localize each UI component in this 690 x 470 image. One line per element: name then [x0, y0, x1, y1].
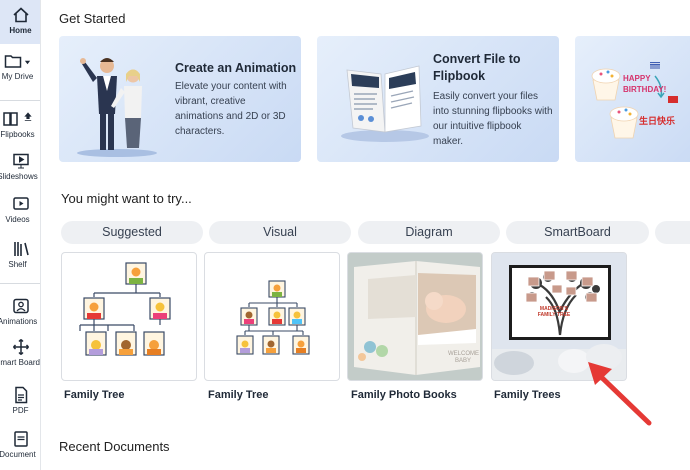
animation-icon [12, 298, 29, 314]
convert-flipbook-card[interactable]: Convert File to Flipbook Easily convert … [317, 36, 559, 162]
template-name: Family Photo Books [351, 389, 457, 401]
sidebar-item-label: Animations [0, 317, 38, 326]
sidebar-item-label: PDF [12, 406, 29, 415]
sidebar-item-document[interactable]: Document [0, 430, 40, 464]
shelf-icon [13, 242, 29, 256]
sidebar-item-flipbooks[interactable]: Flipbooks [0, 110, 40, 144]
sidebar-item-label: Shelf [8, 260, 27, 269]
filter-visual[interactable]: Visual [209, 221, 351, 244]
annotation-arrow-icon [588, 362, 652, 426]
document-icon [13, 431, 28, 447]
template-name: Family Trees [494, 389, 561, 401]
get-started-heading: Get Started [59, 11, 126, 26]
upload-icon[interactable] [24, 112, 32, 122]
sidebar-item-label: Home [9, 26, 32, 35]
pdf-icon [14, 386, 27, 404]
photo-book-thumbnail [348, 253, 482, 380]
sidebar-item-shelf[interactable]: Shelf [0, 240, 40, 274]
sidebar-divider [0, 100, 40, 101]
sidebar-item-videos[interactable]: Videos [0, 195, 40, 229]
create-animation-card[interactable]: Create an Animation Elevate your content… [59, 36, 301, 162]
template-card-family-tree[interactable] [61, 252, 197, 381]
folder-icon [4, 55, 22, 68]
filter-suggested[interactable]: Suggested [61, 221, 203, 244]
sidebar-item-pdf[interactable]: PDF [0, 386, 40, 420]
family-tree-thumbnail [79, 262, 171, 356]
card-description: Easily convert your files into stunning … [433, 91, 553, 147]
flipbook-illustration [341, 65, 429, 142]
slideshow-icon [12, 153, 29, 169]
sidebar-item-label: My Drive [1, 72, 34, 81]
sidebar-item-label: Videos [5, 215, 30, 224]
card-description: Elevate your content with vibrant, creat… [175, 81, 287, 137]
sidebar-item-my-drive[interactable]: My Drive [0, 52, 40, 92]
filter-more[interactable] [655, 221, 690, 244]
book-icon [3, 112, 18, 126]
birthday-card[interactable]: HAPPY BIRTHDAY! 生日快乐 [575, 36, 690, 162]
book-text: WELCOME BABY [448, 351, 480, 364]
template-card-family-trees[interactable]: MADISON'S FAMILY TREE [491, 252, 627, 381]
family-tree-poster-thumbnail [492, 253, 626, 380]
template-name: Family Tree [208, 389, 269, 401]
template-card-family-photo-books[interactable]: WELCOME BABY [347, 252, 483, 381]
sidebar-item-label: Document [0, 450, 36, 459]
card-title: Convert File to Flipbook [433, 52, 521, 83]
chevron-down-icon[interactable] [24, 59, 31, 66]
try-section-heading: You might want to try... [61, 191, 192, 206]
home-icon [12, 7, 29, 23]
birthday-text-chinese: 生日快乐 [639, 116, 676, 126]
filter-smartboard[interactable]: SmartBoard [506, 221, 649, 244]
sidebar-item-label: Flipbooks [0, 130, 35, 139]
sidebar-item-label: Smart Board [0, 358, 40, 367]
card-title: Create an Animation [175, 61, 297, 75]
template-card-family-tree[interactable] [204, 252, 340, 381]
sidebar-item-animations[interactable]: Animations [0, 297, 40, 331]
birthday-text: HAPPY BIRTHDAY! [623, 74, 667, 94]
video-icon [12, 197, 29, 210]
template-name: Family Tree [64, 389, 125, 401]
family-tree-thumbnail [236, 280, 310, 355]
sidebar-item-smart-board[interactable]: Smart Board [0, 338, 40, 378]
poster-title-text: MADISON'S FAMILY TREE [537, 306, 571, 318]
filter-diagram[interactable]: Diagram [358, 221, 500, 244]
recent-documents-heading: Recent Documents [59, 439, 170, 454]
sidebar: Home My Drive Flipbooks Slideshows Video… [0, 0, 41, 470]
main-content: Get Started Create an Animation Elevate … [41, 0, 690, 470]
move-icon [12, 338, 29, 356]
sidebar-item-home[interactable]: Home [0, 0, 40, 44]
birthday-illustration [591, 62, 678, 139]
animation-characters-illustration [77, 58, 157, 157]
sidebar-item-slideshows[interactable]: Slideshows [0, 152, 40, 186]
sidebar-divider [0, 283, 40, 284]
sidebar-item-label: Slideshows [0, 172, 38, 181]
